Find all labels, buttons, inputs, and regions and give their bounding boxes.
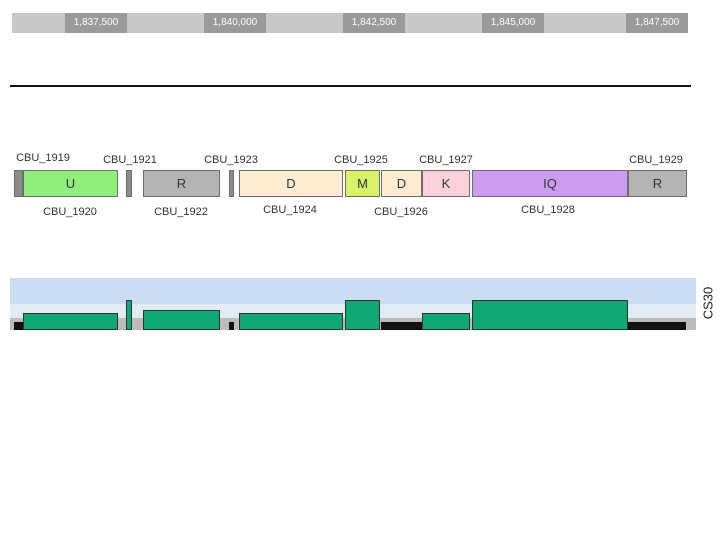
track-divider	[10, 85, 691, 87]
gene-label: CBU_1922	[154, 206, 208, 218]
gene-symbol: R	[176, 176, 187, 191]
expression-bar	[126, 300, 132, 330]
expression-bar	[422, 313, 470, 330]
gene-label: CBU_1920	[43, 206, 97, 218]
gene-symbol: R	[652, 176, 663, 191]
gene-label: CBU_1921	[103, 154, 157, 166]
gene-CBU_1927[interactable]: K	[422, 170, 470, 197]
baseline-segment	[381, 322, 422, 330]
ruler-tick: 1,847,500	[626, 13, 688, 33]
expression-bar	[23, 313, 118, 330]
gene-CBU_1928[interactable]: IQ	[472, 170, 628, 197]
expression-bar	[472, 300, 628, 330]
gene-CBU_1923[interactable]	[229, 170, 234, 197]
gene-label: CBU_1923	[204, 154, 258, 166]
gene-CBU_1924[interactable]: D	[239, 170, 343, 197]
expression-track-background	[10, 278, 696, 304]
gene-CBU_1926[interactable]: D	[381, 170, 422, 197]
gene-CBU_1920[interactable]: U	[23, 170, 118, 197]
gene-CBU_1925[interactable]: M	[345, 170, 380, 197]
gene-CBU_1922[interactable]: R	[143, 170, 220, 197]
gene-CBU_1921[interactable]	[126, 170, 132, 197]
gene-label: CBU_1926	[374, 206, 428, 218]
ruler-tick: 1,845,000	[482, 13, 544, 33]
gene-symbol: M	[357, 176, 368, 191]
gene-symbol: K	[441, 176, 451, 191]
gene-label: CBU_1924	[263, 204, 317, 216]
gene-CBU_1929[interactable]: R	[628, 170, 687, 197]
strain-label: CS30	[698, 278, 718, 328]
baseline-segment	[229, 322, 234, 330]
ruler-tick: 1,837,500	[65, 13, 127, 33]
expression-bar	[143, 310, 220, 330]
ruler-tick: 1,842,500	[343, 13, 405, 33]
expression-bar	[239, 313, 343, 330]
gene-label: CBU_1928	[521, 204, 575, 216]
gene-label: CBU_1919	[16, 152, 70, 164]
gene-label: CBU_1925	[334, 154, 388, 166]
gene-label: CBU_1927	[419, 154, 473, 166]
gene-symbol: U	[65, 176, 76, 191]
ruler-tick: 1,840,000	[204, 13, 266, 33]
baseline-segment	[628, 322, 686, 330]
strain-label-text: CS30	[700, 286, 716, 320]
gene-symbol: D	[396, 176, 407, 191]
gene-label: CBU_1929	[629, 154, 683, 166]
expression-bar	[345, 300, 380, 330]
gene-CBU_1919[interactable]	[14, 170, 23, 197]
gene-symbol: D	[286, 176, 296, 191]
gene-symbol: IQ	[543, 176, 557, 191]
baseline-segment	[14, 322, 23, 330]
